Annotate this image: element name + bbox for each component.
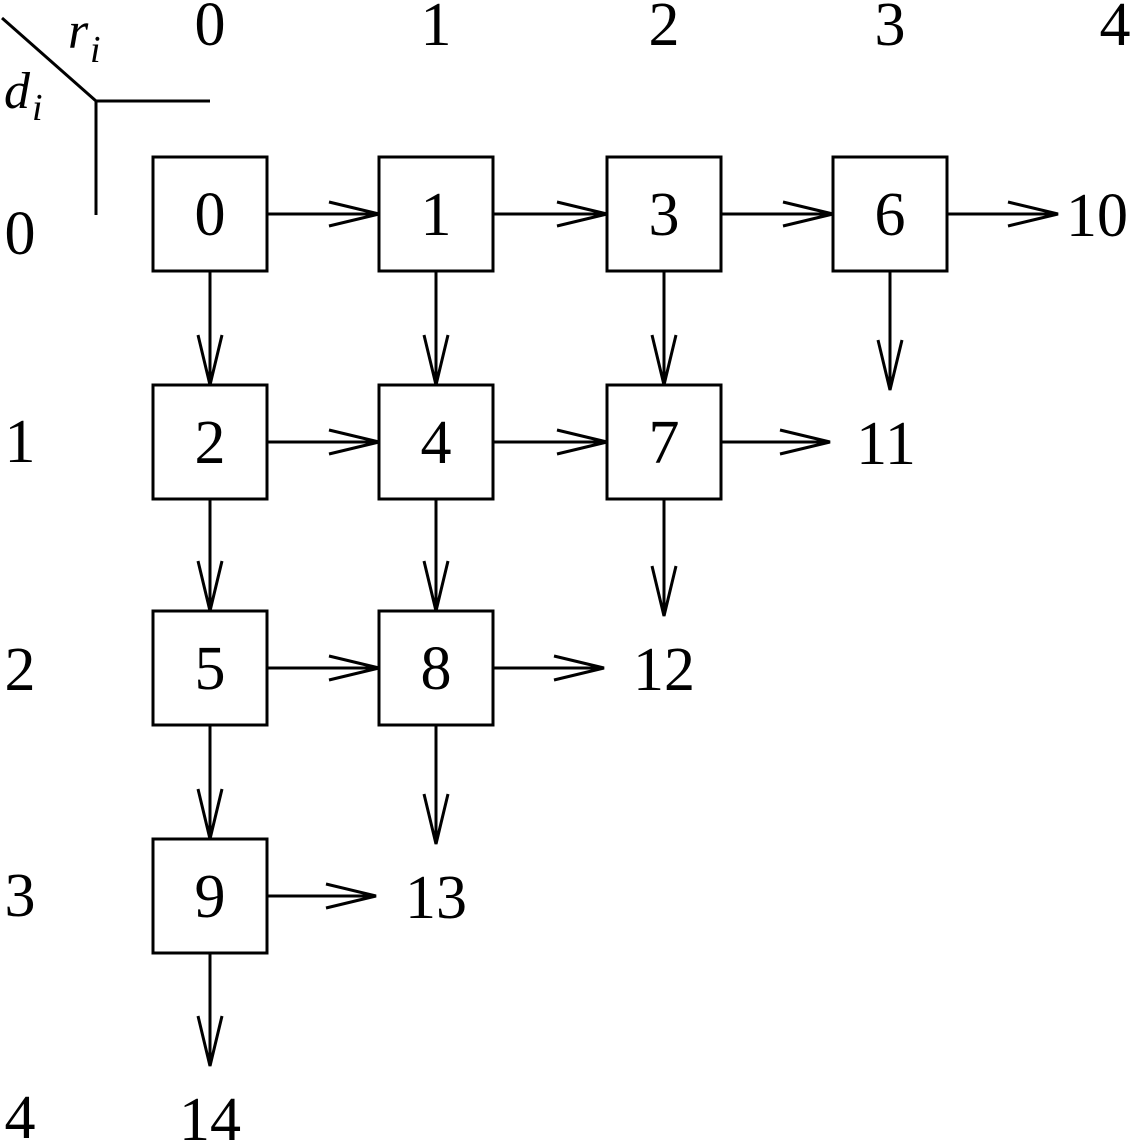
terminal-label: 12 [633, 636, 695, 704]
edge-down [196, 271, 224, 386]
row-header: 3 [5, 862, 36, 930]
node-box: 2 [151, 383, 269, 501]
arrowhead [553, 654, 605, 682]
column-header: 1 [421, 0, 452, 59]
node-box: 5 [151, 609, 269, 727]
edge-down [650, 271, 678, 386]
node-label: 0 [195, 181, 226, 249]
arrowhead [325, 882, 377, 910]
edge-right [493, 428, 608, 456]
node-box: 8 [377, 609, 495, 727]
arrowhead [196, 1015, 224, 1067]
edge-down [196, 725, 224, 840]
node-box: 3 [605, 155, 723, 273]
node-rect [377, 155, 495, 273]
edge-down [196, 499, 224, 612]
row-header: 4 [5, 1084, 36, 1143]
node-rect [377, 383, 495, 501]
terminal-label: 10 [1066, 182, 1128, 250]
node-box: 7 [605, 383, 723, 501]
d-subscript: i [32, 87, 43, 129]
edge-down [422, 725, 450, 845]
node-label: 2 [195, 409, 226, 477]
node-rect [605, 155, 723, 273]
node-label: 3 [649, 181, 680, 249]
node-label: 8 [421, 635, 452, 703]
node-box: 0 [151, 155, 269, 273]
node-label: 1 [421, 181, 452, 249]
arrowhead [779, 428, 831, 456]
node-rect [151, 837, 269, 955]
node-box: 1 [377, 155, 495, 273]
node-rect [831, 155, 949, 273]
row-header: 0 [5, 200, 36, 268]
arrowhead [650, 565, 678, 617]
node-rect [377, 609, 495, 727]
node-rect [151, 383, 269, 501]
edge-right [267, 654, 380, 682]
corner-legend: r i d i [1, 3, 210, 215]
d-label: d [4, 63, 31, 120]
edge-right [493, 654, 605, 682]
edge-down [876, 271, 904, 391]
arrowhead [876, 339, 904, 391]
column-header: 4 [1100, 0, 1131, 59]
terminal-label: 11 [856, 410, 916, 478]
node-label: 5 [195, 635, 226, 703]
r-subscript: i [90, 29, 101, 71]
edge-right [267, 882, 377, 910]
node-rect [605, 383, 723, 501]
column-headers: 0 1 2 3 4 [195, 0, 1131, 59]
node-label: 4 [421, 409, 452, 477]
edge-right [267, 200, 380, 228]
arrowhead [1007, 200, 1059, 228]
edge-right [947, 200, 1059, 228]
edge-down [196, 953, 224, 1067]
column-header: 0 [195, 0, 226, 59]
edge-right [267, 428, 380, 456]
column-header: 2 [649, 0, 680, 59]
edge-down [422, 499, 450, 612]
node-box: 9 [151, 837, 269, 955]
row-header: 2 [5, 636, 36, 704]
node-box: 4 [377, 383, 495, 501]
column-header: 3 [875, 0, 906, 59]
arrowhead [422, 793, 450, 845]
edge-right [493, 200, 608, 228]
node-label: 6 [875, 181, 906, 249]
edges [196, 200, 1059, 1067]
edge-down [422, 271, 450, 386]
r-label: r [68, 3, 89, 60]
corner-diagonal [1, 16, 97, 103]
row-headers: 0 1 2 3 4 [5, 200, 36, 1143]
terminal-label: 13 [405, 864, 467, 932]
edge-down [650, 499, 678, 617]
node-rect [151, 609, 269, 727]
node-label: 9 [195, 863, 226, 931]
edge-right [721, 200, 834, 228]
terminal-label: 14 [179, 1086, 241, 1143]
node-rect [151, 155, 269, 273]
row-header: 1 [5, 408, 36, 476]
edge-right [721, 428, 831, 456]
node-box: 6 [831, 155, 949, 273]
node-label: 7 [649, 409, 680, 477]
